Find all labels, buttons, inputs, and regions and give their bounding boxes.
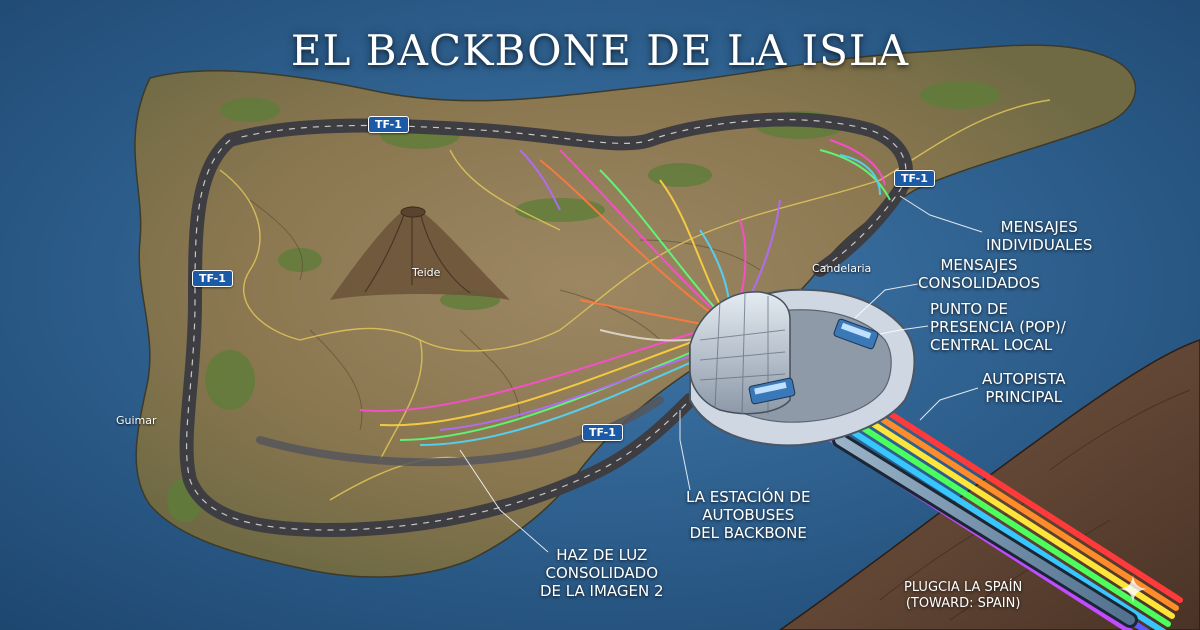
- callout-line: MENSAJES: [1000, 218, 1078, 236]
- callout-plugcia-spain: PLUGCIA LA SPAÍN (TOWARD: SPAIN): [904, 580, 1022, 612]
- road-sign-tf1-east: TF-1: [894, 170, 935, 187]
- callout-line: MENSAJES: [940, 256, 1018, 274]
- callout-line: PLUGCIA LA SPAÍN: [904, 580, 1023, 595]
- callout-haz-de-luz: HAZ DE LUZ CONSOLIDADO DE LA IMAGEN 2: [540, 546, 664, 600]
- callout-line: AUTOPISTA: [982, 370, 1066, 388]
- undersea-cable: [832, 432, 1138, 628]
- callout-line: CONSOLIDADOS: [918, 274, 1041, 292]
- callout-line: LA ESTACIÓN DE: [686, 488, 811, 506]
- callout-line: PUNTO DE: [930, 300, 1009, 318]
- mountain-ridges: [249, 199, 761, 431]
- callout-line: INDIVIDUALES: [986, 236, 1093, 254]
- callout-estacion-autobuses: LA ESTACIÓN DE AUTOBUSES DEL BACKBONE: [686, 488, 810, 542]
- teide-volcano: [330, 206, 510, 300]
- callout-autopista-principal: AUTOPISTA PRINCIPAL: [982, 370, 1065, 406]
- callout-line: CONSOLIDADO: [545, 564, 659, 582]
- road-sign-tf1-south: TF-1: [582, 424, 623, 441]
- callout-punto-presencia: PUNTO DE PRESENCIA (POP)/ CENTRAL LOCAL: [930, 300, 1066, 354]
- callout-line: PRESENCIA (POP)/: [930, 318, 1066, 336]
- callout-line: DE LA IMAGEN 2: [540, 582, 664, 600]
- callout-line: AUTOBUSES: [702, 506, 795, 524]
- road-sign-tf1-north: TF-1: [368, 116, 409, 133]
- callout-line: CENTRAL LOCAL: [930, 336, 1053, 354]
- callout-mensajes-individuales: MENSAJES INDIVIDUALES: [986, 218, 1092, 254]
- page-title: EL BACKBONE DE LA ISLA: [290, 26, 910, 75]
- backbone-station: [689, 288, 916, 447]
- bus-icon: [748, 377, 796, 405]
- place-label-candelaria: Candelaria: [812, 262, 872, 275]
- callout-leader-lines: [459, 195, 983, 553]
- callout-line: HAZ DE LUZ: [556, 546, 648, 564]
- place-label-guimar: Guimar: [116, 414, 157, 427]
- callout-line: PRINCIPAL: [985, 388, 1063, 406]
- callout-line: DEL BACKBONE: [689, 524, 807, 542]
- bus-icon: [833, 318, 879, 350]
- place-label-teide: Teide: [412, 266, 441, 279]
- road-sign-tf1-west: TF-1: [192, 270, 233, 287]
- four-point-star-icon: [1119, 575, 1147, 603]
- callout-mensajes-consolidados: MENSAJES CONSOLIDADOS: [918, 256, 1040, 292]
- individual-message-fibers: [359, 139, 891, 446]
- callout-line: (TOWARD: SPAIN): [905, 596, 1021, 611]
